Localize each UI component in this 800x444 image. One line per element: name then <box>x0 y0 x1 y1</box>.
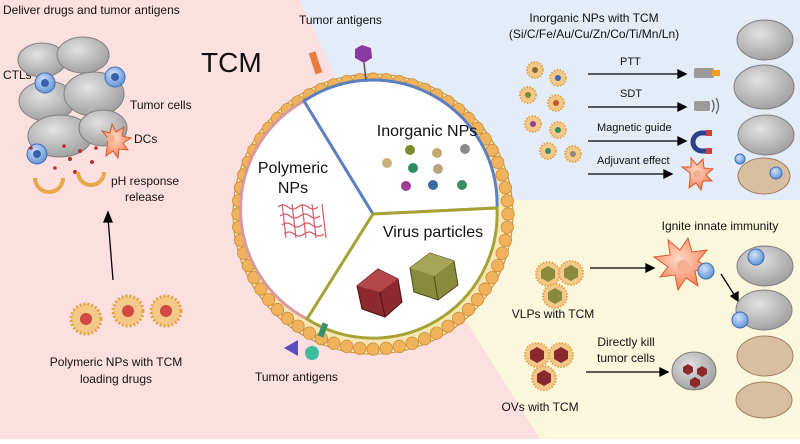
inorganic-nanoparticle-dots <box>382 144 470 191</box>
lipid-head <box>418 332 432 346</box>
lipid-head <box>451 311 466 325</box>
lipid-head <box>405 336 419 350</box>
lipid-head <box>441 319 455 333</box>
vlp-with-tcm-icon <box>535 260 584 309</box>
ignite-label: Ignite innate immunity <box>662 219 779 233</box>
polymer-network-icon <box>277 203 327 239</box>
lipid-head <box>500 220 514 234</box>
membrane-antigen-top <box>308 45 372 81</box>
magnetic-guide-label: Magnetic guide <box>597 122 672 134</box>
tumor-cells-label: Tumor cells <box>130 98 192 112</box>
lipid-head <box>495 246 509 260</box>
lipid-head <box>470 292 484 307</box>
vlps-caption: VLPs with TCM <box>512 307 594 321</box>
inorganic-sector <box>301 78 499 216</box>
laser-icon <box>694 68 720 78</box>
adjuvant-effect-label: Adjuvant effect <box>597 155 670 167</box>
ruptured-polymeric-np-icon <box>33 171 106 194</box>
sector-polymeric-line1: Polymeric <box>258 160 328 177</box>
sector-inorganic-label: Inorganic NPs <box>377 123 478 140</box>
lipid-head <box>495 168 509 182</box>
tumor-antigens-top-label: Tumor antigens <box>299 13 382 27</box>
lipid-head <box>500 194 514 208</box>
lipid-head <box>392 339 406 353</box>
tumor-antigens-bottom-label: Tumor antigens <box>255 370 338 384</box>
virus-particle-olive-icon <box>409 252 459 301</box>
lipid-head <box>270 302 285 317</box>
membrane-antigen-bottom <box>284 322 329 360</box>
dcs-label: DCs <box>134 132 157 146</box>
lipid-head <box>498 233 512 247</box>
inorganic-title-line2: (Si/C/Fe/Au/Cu/Zn/Co/Ti/Mn/Ln) <box>509 27 679 41</box>
sector-virus-label: Virus particles <box>383 224 483 241</box>
polymeric-np-loaded-icon <box>69 294 183 336</box>
lipid-head <box>478 282 492 296</box>
lipid-head <box>291 319 305 333</box>
lipid-head <box>280 311 294 325</box>
sdt-label: SDT <box>620 88 642 100</box>
dendritic-cell-icon-adjuvant <box>680 156 715 192</box>
virus-particle-red-icon <box>356 268 403 318</box>
ph-response-label: pH response <box>111 174 179 188</box>
ov-with-tcm-icon <box>524 342 574 391</box>
lipid-head <box>254 282 268 296</box>
lipid-head <box>501 207 515 221</box>
ovs-caption: OVs with TCM <box>501 400 578 414</box>
lipid-head <box>461 302 476 317</box>
lipid-head <box>302 326 316 340</box>
directly-kill-line1: Directly kill <box>597 335 654 349</box>
polymeric-caption-line2: loading drugs <box>80 372 152 386</box>
lipid-head <box>261 292 276 307</box>
sector-polymeric-line2: NPs <box>278 180 308 197</box>
released-drug-dots <box>29 144 98 174</box>
virus-sector <box>304 206 499 340</box>
tumor-cell-cluster-left <box>17 36 128 158</box>
lipid-head <box>485 270 499 285</box>
deliver-title: Deliver drugs and tumor antigens <box>3 3 180 17</box>
lipid-head <box>340 339 354 353</box>
magnet-icon <box>690 130 712 154</box>
ultrasound-probe-icon <box>694 97 720 115</box>
lipid-head <box>491 155 505 169</box>
arrows <box>103 68 739 378</box>
tcm-label: TCM <box>201 47 262 78</box>
lipid-head <box>429 326 444 340</box>
ph-release-label: release <box>125 190 165 204</box>
dendritic-cell-icon-ignite <box>652 236 715 292</box>
t-cell-icon <box>26 66 126 165</box>
ptt-label: PTT <box>620 56 641 68</box>
lipid-head <box>379 341 393 355</box>
lipid-head <box>353 341 367 355</box>
dendritic-cell-icon <box>100 122 133 160</box>
lipid-head <box>491 259 505 273</box>
polymeric-caption-line1: Polymeric NPs with TCM <box>50 355 182 369</box>
inorganic-np-cluster-icon <box>519 61 582 163</box>
lipid-head <box>327 336 341 350</box>
infected-tumor-cell-icon <box>671 351 717 391</box>
lipid-head <box>498 181 512 195</box>
directly-kill-line2: tumor cells <box>597 351 655 365</box>
lipid-head <box>366 342 380 356</box>
tumor-cell-column-right <box>731 19 795 419</box>
inorganic-title-line1: Inorganic NPs with TCM <box>529 11 658 25</box>
